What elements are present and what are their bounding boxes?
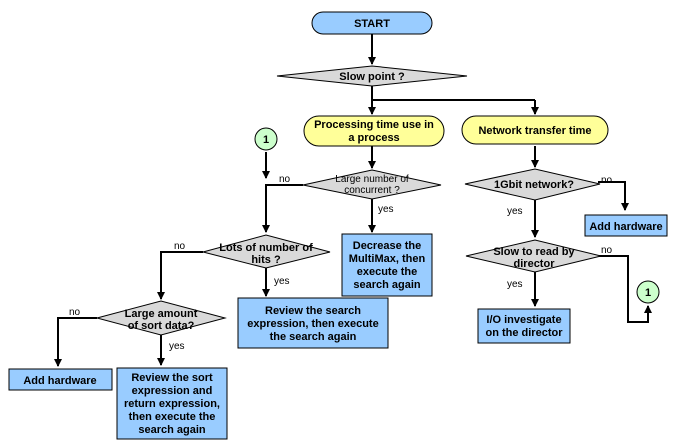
- multimax-line-4: search again: [353, 279, 421, 291]
- review-sort-line-3: return expression,: [124, 398, 220, 410]
- arrow-sort-to-addhw: [54, 317, 97, 367]
- no-label-sort: no: [69, 307, 81, 318]
- arrow-director-to-connector1: [599, 255, 652, 323]
- no-label-hits: no: [174, 241, 186, 252]
- yes-label-director: yes: [507, 279, 523, 290]
- processing-time-label-2: a process: [348, 132, 399, 144]
- add-hardware-left-box: [8, 368, 113, 391]
- start-label: START: [354, 18, 390, 30]
- director-label-2: director: [514, 258, 556, 270]
- yes-label-sort: yes: [169, 341, 185, 352]
- decrease-multimax-box: [341, 233, 433, 297]
- director-label-1: Slow to read by: [493, 246, 575, 258]
- review-sort-line-2: expression and: [132, 385, 213, 397]
- slow-point-decision: [276, 65, 468, 87]
- arrow-hits-to-sort: [157, 251, 203, 300]
- io-investigate-box: [477, 308, 571, 344]
- multimax-line-2: MultiMax, then: [349, 253, 426, 265]
- concurrent-label-1: Large number of: [335, 174, 409, 185]
- processing-time-node: [303, 115, 445, 147]
- review-sort-line-1: Review the sort: [131, 372, 213, 384]
- connector-1-top-label: 1: [263, 134, 269, 146]
- processing-time-label-1: Processing time use in: [314, 119, 434, 131]
- connector-1-top: [254, 127, 278, 151]
- multimax-line-1: Decrease the: [353, 240, 422, 252]
- review-search-line-2: expression, then execute: [247, 318, 378, 330]
- hits-decision: [201, 234, 331, 269]
- network-transfer-label: Network transfer time: [478, 125, 591, 137]
- review-sort-line-5: search again: [138, 424, 206, 436]
- yes-label-hits: yes: [274, 276, 290, 287]
- arrow-gbit-to-addhw: [598, 181, 629, 211]
- review-search-box: [237, 297, 389, 349]
- add-hardware-right-box: [584, 214, 668, 237]
- connector-1-right-label: 1: [645, 287, 651, 299]
- no-label-concurrent: no: [279, 174, 291, 185]
- review-sort-line-4: then execute the: [129, 411, 216, 423]
- sort-data-label-1: Large amount: [125, 308, 198, 320]
- gbit-network-decision: [464, 168, 601, 201]
- no-label-director: no: [601, 245, 613, 256]
- io-line-2: on the director: [485, 327, 563, 339]
- director-decision: [465, 239, 602, 273]
- add-hardware-left-label: Add hardware: [23, 375, 96, 387]
- start-node: [311, 11, 433, 35]
- review-search-line-1: Review the search: [265, 305, 361, 317]
- network-transfer-node: [461, 115, 609, 145]
- arrow-concurrent-to-hits: [262, 184, 303, 233]
- sort-data-label-2: of sort data?: [128, 320, 195, 332]
- connector-lines: [54, 34, 652, 367]
- no-label-gbit: no: [601, 175, 613, 186]
- slow-point-label: Slow point ?: [339, 71, 405, 83]
- concurrent-label-2: concurrent ?: [344, 185, 400, 196]
- io-line-1: I/O investigate: [486, 314, 561, 326]
- yes-label-concurrent: yes: [378, 204, 394, 215]
- review-sort-box: [116, 367, 228, 440]
- review-search-line-3: the search again: [270, 331, 357, 343]
- gbit-network-label: 1Gbit network?: [494, 179, 574, 191]
- connector-1-right: [636, 280, 660, 304]
- hits-label-2: hits ?: [251, 254, 281, 266]
- multimax-line-3: execute the: [357, 266, 418, 278]
- sort-data-decision: [95, 300, 227, 336]
- hits-label-1: Lots of number of: [219, 242, 313, 254]
- add-hardware-right-label: Add hardware: [589, 221, 662, 233]
- yes-label-gbit: yes: [507, 206, 523, 217]
- concurrent-decision: [302, 169, 442, 200]
